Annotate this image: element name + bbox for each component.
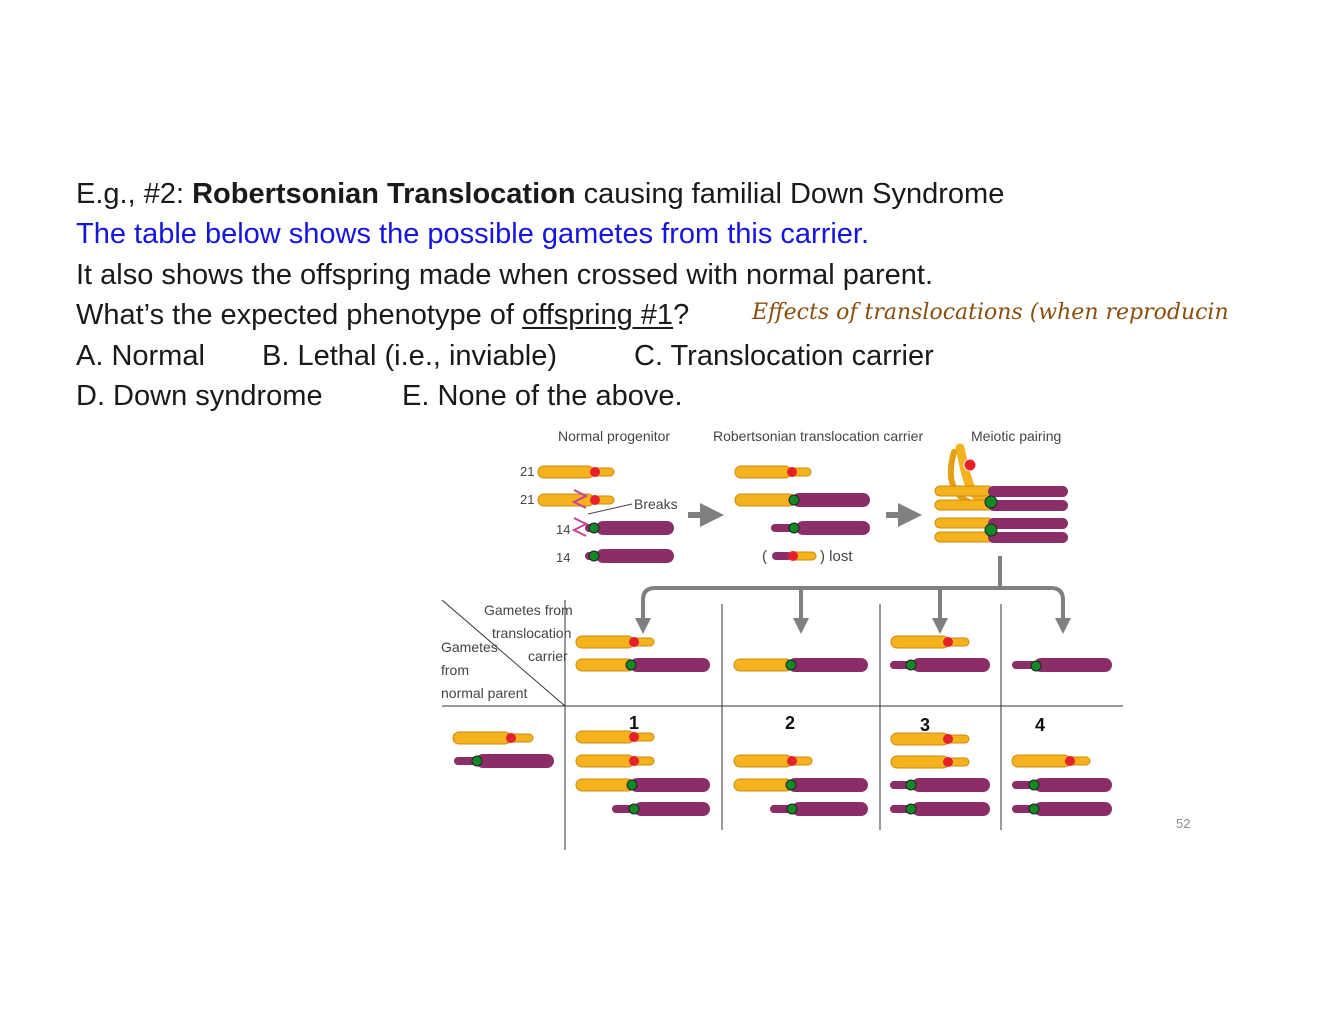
table-label-translocation: translocation [492, 625, 571, 641]
centromere-21 [629, 756, 639, 766]
centromere-14 [786, 803, 798, 815]
centromere-21 [590, 495, 600, 505]
break-mark-lower [571, 517, 589, 537]
label-chr14-b: 14 [556, 550, 570, 565]
table-label-from: from [441, 662, 469, 678]
option-b: B. Lethal (i.e., inviable) [262, 339, 557, 372]
table-label-gametes: Gametes [441, 639, 498, 655]
centromere-14 [1028, 803, 1040, 815]
header-meiotic-pairing: Meiotic pairing [971, 428, 1061, 444]
label-chr14-a: 14 [556, 522, 570, 537]
slide-text: E.g., #2: Robertsonian Translocation cau… [76, 174, 1276, 416]
centromere-14 [984, 523, 998, 537]
centromere-14 [628, 803, 640, 815]
centromere-14 [785, 659, 797, 671]
centromere-14 [905, 659, 917, 671]
carrier-gamete-4 [1012, 658, 1112, 672]
option-c: C. Translocation carrier [634, 339, 934, 372]
label-chr21-a: 21 [520, 464, 534, 479]
centromere-14 [626, 779, 638, 791]
normal-parent-gamete [452, 731, 554, 768]
offspring-number-3: 3 [920, 715, 930, 735]
chromosome-14 [585, 549, 674, 563]
description-line: It also shows the offspring made when cr… [76, 258, 934, 291]
option-a: A. Normal [76, 339, 205, 372]
option-e: E. None of the above. [402, 380, 683, 413]
centromere-14 [471, 755, 483, 767]
centromere-21 [629, 732, 639, 742]
chromosome-21-breaking [537, 493, 615, 507]
carrier-gamete-2 [733, 658, 868, 672]
options-row-1: A. Normal B. Lethal (i.e., inviable) C. Tr… [76, 336, 1276, 376]
centromere-21 [590, 467, 600, 477]
table-label-gametes-from: Gametes from [484, 602, 573, 618]
chromosome-21 [537, 465, 615, 479]
question-prefix: What’s the expected phenotype of [76, 299, 523, 332]
carrier-gamete-1 [575, 635, 710, 672]
lost-open: ( [762, 548, 767, 565]
gamete-distribution-arrows [635, 556, 1071, 634]
title-suffix: causing familial Down Syndrome [575, 178, 1005, 210]
centromere-14 [905, 779, 917, 791]
centromere-21 [943, 757, 953, 767]
centromere-21 [506, 733, 516, 743]
lost-label: ) lost [820, 548, 853, 565]
label-chr21-b: 21 [520, 492, 534, 507]
centromere-14 [905, 803, 917, 815]
carrier-chromosome-14 [771, 521, 870, 535]
meiotic-pairing-cluster [934, 443, 1068, 543]
centromere-21 [963, 458, 977, 472]
centromere-21 [787, 756, 797, 766]
offspring-2-karyotype [733, 754, 868, 816]
carrier-gamete-3 [890, 635, 990, 672]
offspring-number-1: 1 [629, 713, 639, 733]
offspring-number-4: 4 [1035, 715, 1045, 735]
offspring-number-2: 2 [785, 713, 795, 733]
table-label-normal-parent: normal parent [441, 685, 527, 701]
header-translocation-carrier: Robertsonian translocation carrier [713, 428, 923, 444]
page-number: 52 [1176, 816, 1191, 831]
break-mark-upper [571, 489, 589, 509]
punnett-grid: Gametes from translocation carrier Gamet… [441, 599, 1123, 850]
offspring-4-karyotype [1011, 754, 1112, 816]
centromere-14 [788, 522, 800, 534]
centromere-21 [629, 637, 639, 647]
option-d: D. Down syndrome [76, 380, 323, 413]
offspring-1-karyotype [575, 730, 710, 816]
question-line: What’s the expected phenotype of offspri… [76, 295, 1276, 335]
title-line: E.g., #2: Robertsonian Translocation cau… [76, 174, 1276, 214]
centromere-21 [788, 551, 798, 561]
carrier-fused-chromosome [734, 493, 870, 507]
centromere-21 [943, 734, 953, 744]
instruction-line: The table below shows the possible gamet… [76, 218, 870, 251]
centromere-21 [943, 637, 953, 647]
offspring-3-karyotype [890, 732, 990, 816]
centromere-14 [625, 659, 637, 671]
question-underlined: offspring #1 [522, 299, 674, 332]
question-suffix: ? [673, 299, 690, 332]
centromere-14 [1028, 779, 1040, 791]
centromere-21 [1065, 756, 1075, 766]
centromere-14 [788, 494, 800, 506]
centromere-14 [785, 779, 797, 791]
header-normal-progenitor: Normal progenitor [558, 428, 670, 444]
title-bold: Robertsonian Translocation [192, 178, 576, 210]
handwritten-annotation: Effects of translocations (when reproduc… [752, 300, 1229, 325]
options-row-2: D. Down syndrome E. None of the above. [76, 376, 1276, 416]
centromere-14 [588, 550, 600, 562]
breaks-label: Breaks [634, 496, 678, 512]
centromere-21 [787, 467, 797, 477]
table-label-carrier: carrier [528, 648, 568, 664]
centromere-14 [984, 495, 998, 509]
translocation-figure: Normal progenitor Robertsonian transloca… [441, 428, 1123, 850]
carrier-chromosome-21 [734, 465, 812, 479]
normal-progenitor-chromosomes: 21 21 14 14 [520, 464, 678, 565]
carrier-chromosomes: ( ) lost [734, 465, 870, 565]
title-prefix: E.g., #2: [76, 178, 193, 210]
lost-fragment [772, 551, 817, 561]
centromere-14 [1030, 660, 1042, 672]
chromosome-14-breaking [585, 521, 674, 535]
centromere-14 [588, 522, 600, 534]
